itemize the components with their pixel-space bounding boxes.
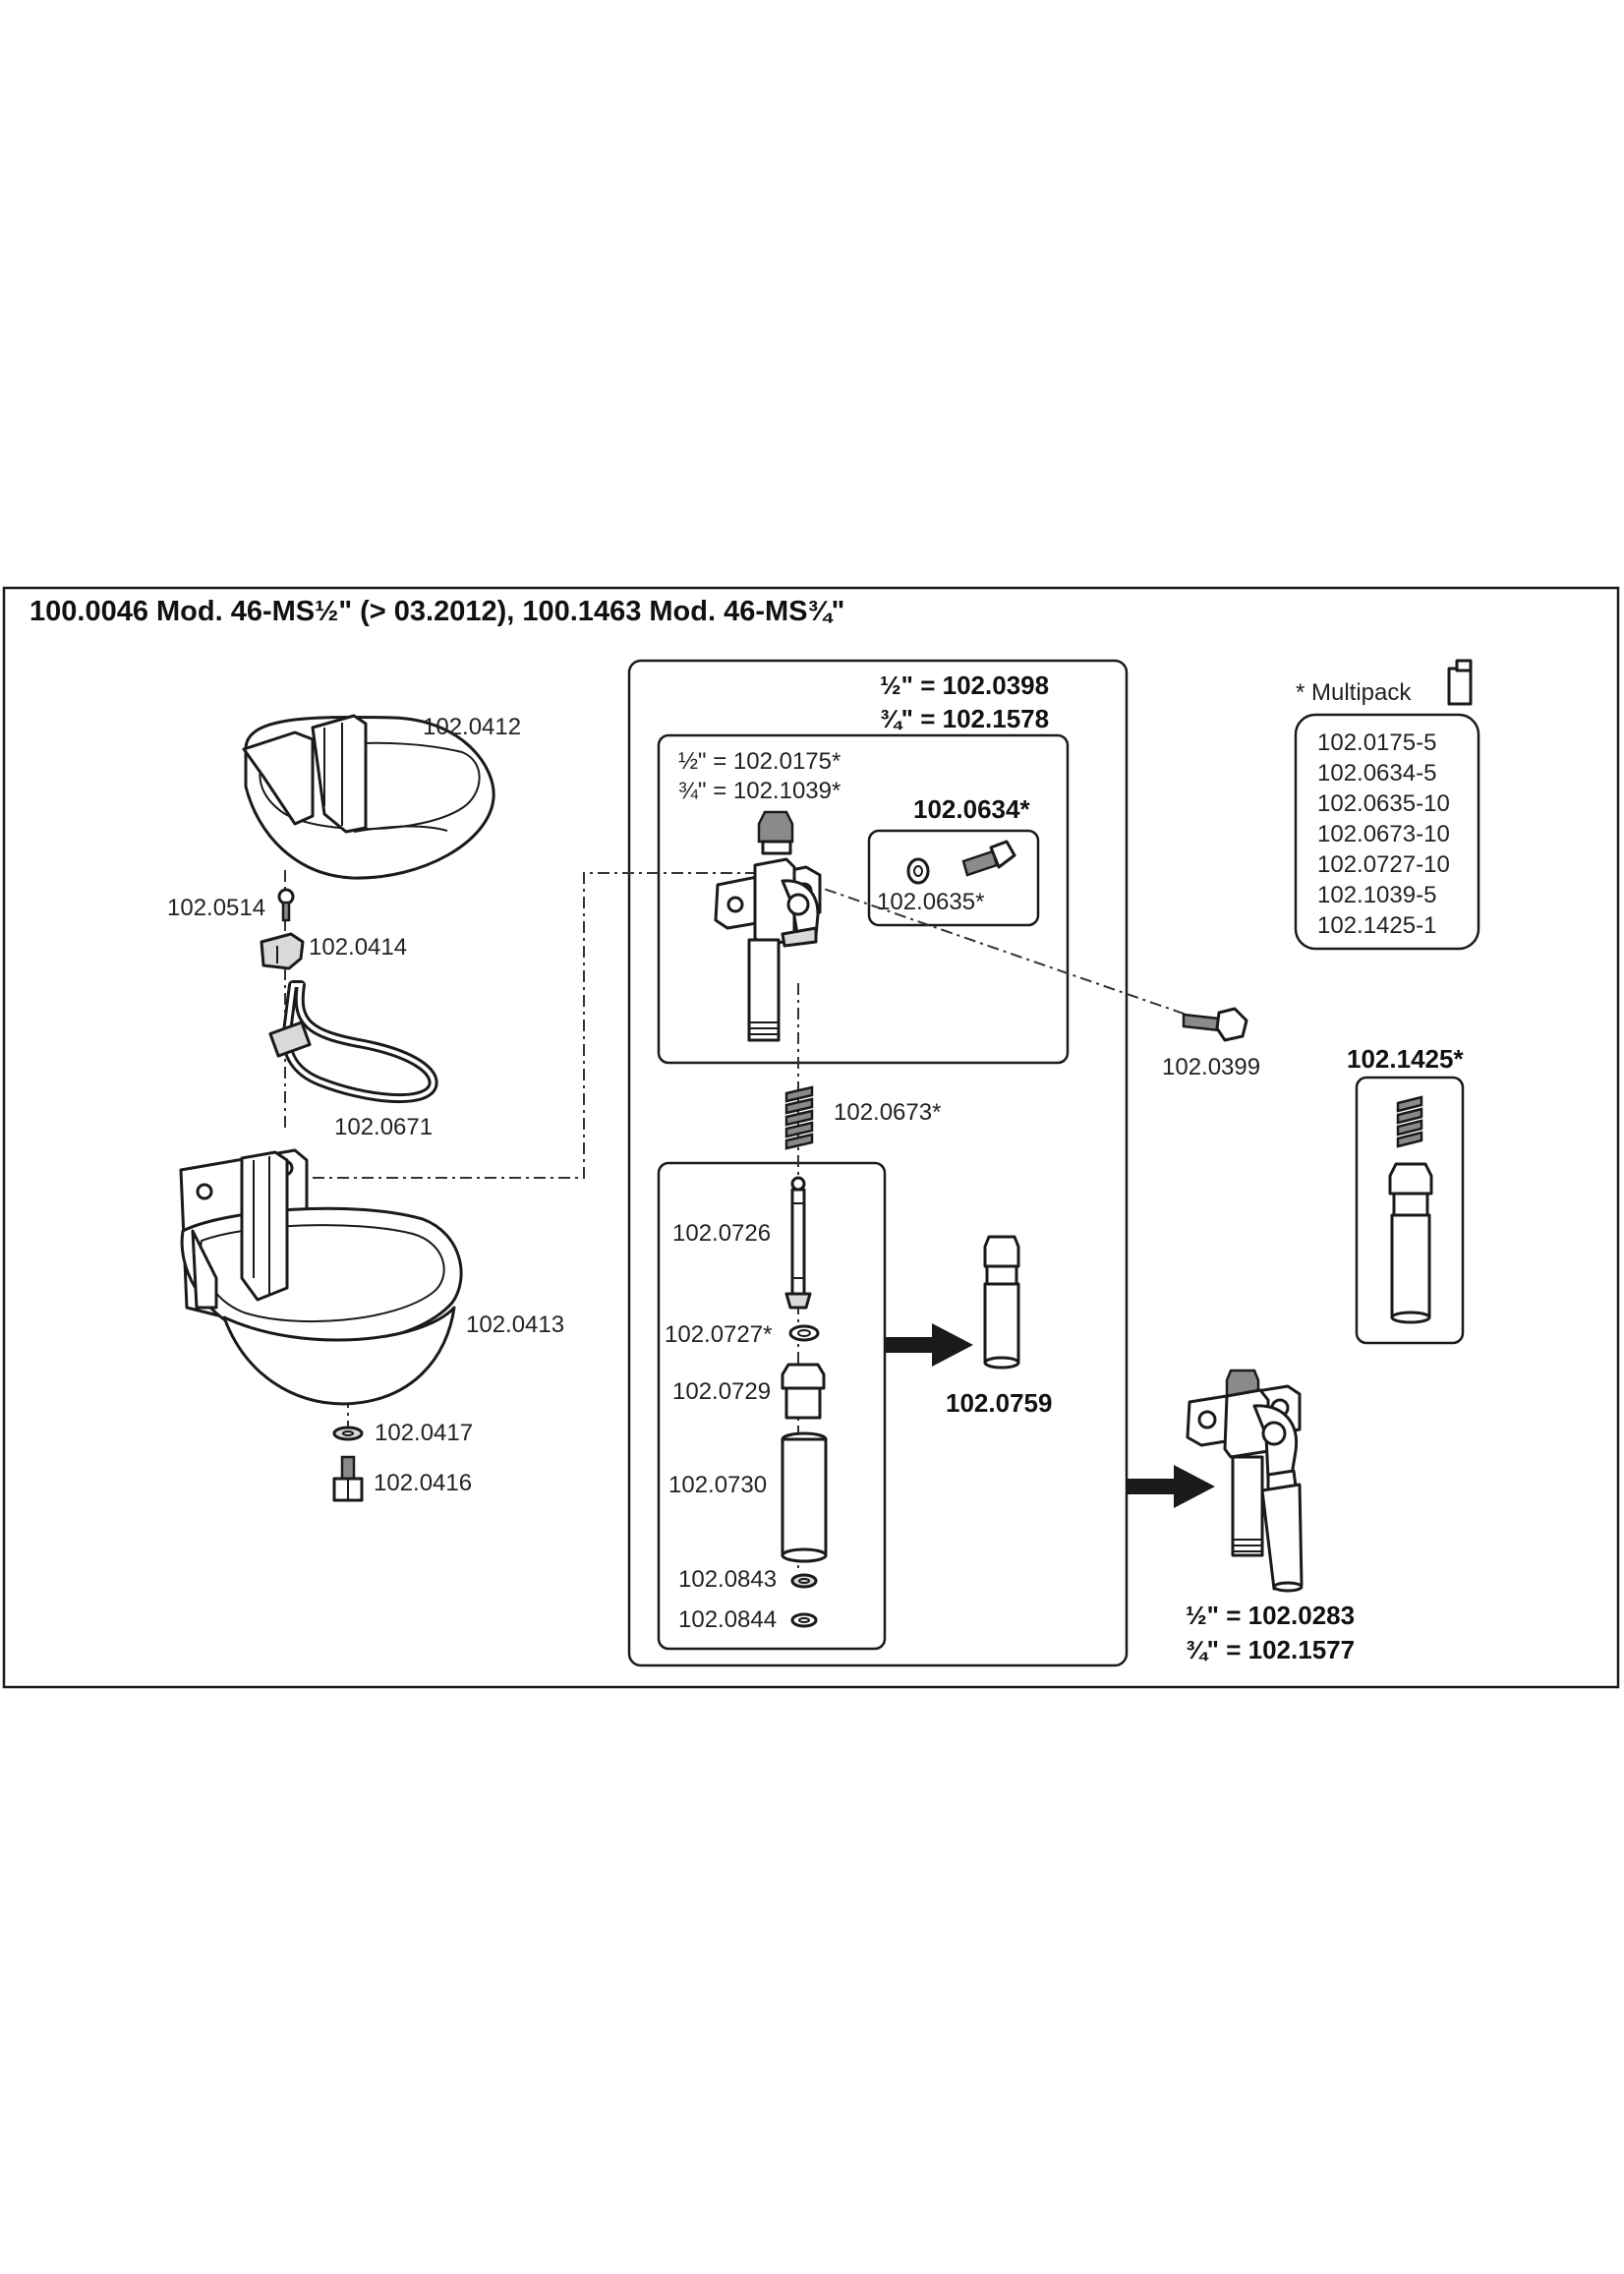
clip-part [260, 932, 305, 970]
label-102-0729: 102.0729 [672, 1378, 771, 1405]
multipack-item: 102.0634-5 [1317, 760, 1436, 787]
label-102-0412: 102.0412 [423, 714, 521, 740]
valve-group-box [627, 659, 1129, 1667]
valve-body-part [714, 857, 822, 1042]
washer-set-box [867, 829, 1040, 927]
multipack-item: 102.0635-10 [1317, 790, 1450, 817]
label-102-0843: 102.0843 [678, 1566, 777, 1593]
washer-part-0417 [332, 1426, 364, 1441]
label-assembly-half: ½" = 102.0283 [1186, 1601, 1355, 1630]
label-assembly-three-quarter: ¾" = 102.1577 [1186, 1635, 1355, 1664]
multipack-item: 102.0175-5 [1317, 729, 1436, 756]
diagram-frame [2, 586, 1620, 1689]
label-valve-half: ½" = 102.0398 [880, 671, 1049, 700]
label-102-0635: 102.0635* [877, 889, 984, 915]
label-102-0416: 102.0416 [374, 1470, 472, 1496]
multipack-box [1294, 713, 1480, 951]
label-nut-three-quarter: ¾" = 102.1039* [678, 778, 841, 804]
label-nut-half: ½" = 102.0175* [678, 748, 841, 775]
label-102-0413: 102.0413 [466, 1312, 564, 1338]
washer-part-0843 [790, 1573, 818, 1589]
multipack-box-icon [1447, 659, 1473, 706]
label-102-0844: 102.0844 [678, 1606, 777, 1633]
label-102-1425: 102.1425* [1347, 1044, 1464, 1074]
valve-assembly-part [1186, 1369, 1304, 1593]
spring-set-box [1355, 1076, 1465, 1345]
label-102-0399: 102.0399 [1162, 1054, 1260, 1080]
connection-line-screw [778, 872, 1210, 1023]
spring-set-part-1425 [1388, 1095, 1433, 1324]
label-102-0414: 102.0414 [309, 934, 407, 961]
nut-part-0729 [781, 1363, 826, 1420]
tube-part-0730 [781, 1431, 828, 1563]
label-102-0730: 102.0730 [668, 1472, 767, 1498]
multipack-item: 102.1425-1 [1317, 912, 1436, 939]
diagram-title: 100.0046 Mod. 46-MS½" (> 03.2012), 100.1… [29, 596, 844, 627]
washer-part-0844 [790, 1612, 818, 1628]
multipack-title: * Multipack [1296, 679, 1412, 706]
washer-part-0727 [788, 1324, 820, 1342]
valve-body-box [657, 733, 1070, 1065]
label-102-0514: 102.0514 [167, 895, 265, 921]
label-102-0671: 102.0671 [334, 1114, 433, 1140]
label-valve-three-quarter: ¾" = 102.1578 [880, 704, 1049, 733]
label-102-0417: 102.0417 [375, 1420, 473, 1446]
large-bowl-part [179, 1148, 463, 1406]
spring-part-0673 [784, 1085, 814, 1150]
multipack-item: 102.0673-10 [1317, 821, 1450, 847]
label-102-0726: 102.0726 [672, 1220, 771, 1247]
nut-part [757, 810, 794, 855]
washer-part-0635 [906, 857, 930, 885]
multipack-item: 102.0727-10 [1317, 851, 1450, 878]
screw-part-0399 [1182, 1007, 1248, 1042]
label-102-0727: 102.0727* [665, 1321, 772, 1348]
label-102-0634: 102.0634* [913, 794, 1030, 824]
connection-line-valve [313, 872, 779, 1179]
ring-part [268, 980, 438, 1104]
label-102-0759: 102.0759 [946, 1388, 1052, 1418]
cartridge-part-0759 [983, 1235, 1020, 1370]
arrow-to-assembly [1127, 1465, 1215, 1508]
bolt-part-0416 [332, 1455, 364, 1502]
arrow-to-0759 [885, 1323, 973, 1367]
plug-part-0634 [961, 840, 1016, 877]
label-102-0673: 102.0673* [834, 1099, 941, 1126]
screw-part [277, 888, 295, 922]
plunger-set-box [657, 1161, 887, 1651]
small-bowl-part [242, 714, 495, 880]
plunger-part-0726 [784, 1176, 812, 1310]
multipack-item: 102.1039-5 [1317, 882, 1436, 908]
